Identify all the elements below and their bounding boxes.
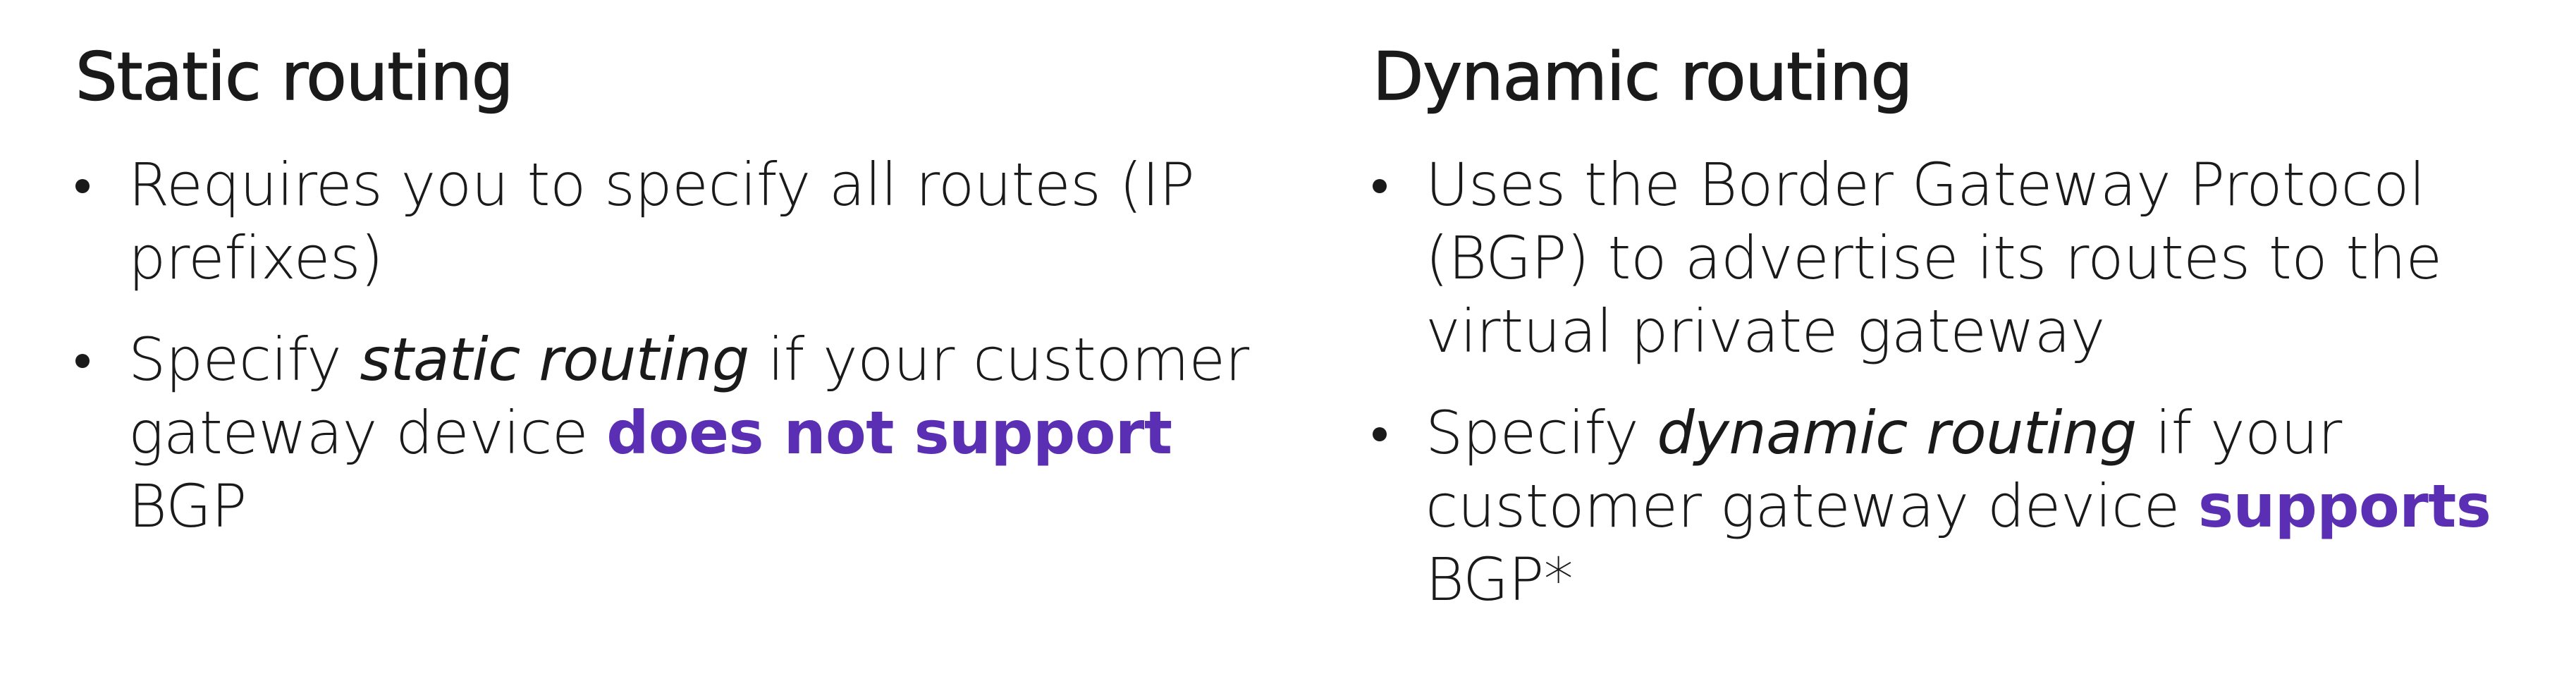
dynamic-bullet-specify-line-2: customer gateway device supports (1425, 470, 2564, 543)
bullet-dot-icon (75, 148, 104, 221)
dynamic-routing-bullets: Uses the Border Gateway Protocol (BGP) t… (1373, 148, 2564, 616)
static-specify-prefix: Specify (128, 325, 360, 394)
supports-highlight: supports (2197, 472, 2491, 541)
static-routing-column: Static routing Requires you to specify a… (75, 35, 1344, 571)
dynamic-specify-prefix: Specify (1425, 398, 1657, 467)
dynamic-specify-suffix: if your (2136, 398, 2343, 467)
static-bullet-routes: Requires you to specify all routes (IP p… (75, 148, 1344, 295)
static-bullet-specify-line-3: BGP (128, 472, 247, 541)
dynamic-bullet-specify-line-3: BGP* (1425, 545, 1574, 614)
dynamic-routing-heading: Dynamic routing (1372, 38, 1913, 116)
dynamic-routing-column: Dynamic routing Uses the Border Gateway … (1372, 35, 2564, 644)
bullet-dot-icon (1373, 396, 1401, 470)
static-gateway-text: gateway device (128, 398, 607, 467)
static-bullet-specify-line-2: gateway device does not support (128, 396, 1344, 470)
bullet-dot-icon (1373, 148, 1401, 221)
static-bullet-specify: Specify static routing if your customer … (75, 323, 1344, 543)
static-bullet-routes-line-2: prefixes) (128, 223, 384, 293)
dynamic-routing-emphasis: dynamic routing (1657, 398, 2137, 467)
dynamic-bullet-bgp-line-2: (BGP) to advertise its routes to the (1425, 223, 2442, 293)
does-not-support-highlight: does not support (606, 398, 1172, 467)
dynamic-gateway-text: customer gateway device (1425, 472, 2198, 541)
dynamic-bullet-bgp-line-3: virtual private gateway (1425, 297, 2105, 366)
dynamic-bullet-bgp-line-1: Uses the Border Gateway Protocol (1425, 150, 2425, 219)
bullet-dot-icon (75, 323, 104, 396)
static-bullet-specify-line-1: Specify static routing if your customer (128, 323, 1344, 396)
dynamic-bullet-bgp: Uses the Border Gateway Protocol (BGP) t… (1373, 148, 2564, 368)
dynamic-bullet-specify: Specify dynamic routing if your customer… (1373, 396, 2564, 616)
static-routing-bullets: Requires you to specify all routes (IP p… (75, 148, 1344, 543)
static-bullet-routes-line-1: Requires you to specify all routes (IP (128, 150, 1195, 219)
static-routing-heading: Static routing (75, 38, 514, 116)
static-specify-suffix: if your customer (749, 325, 1249, 394)
dynamic-bullet-specify-line-1: Specify dynamic routing if your (1425, 396, 2564, 470)
static-routing-emphasis: static routing (360, 325, 749, 394)
